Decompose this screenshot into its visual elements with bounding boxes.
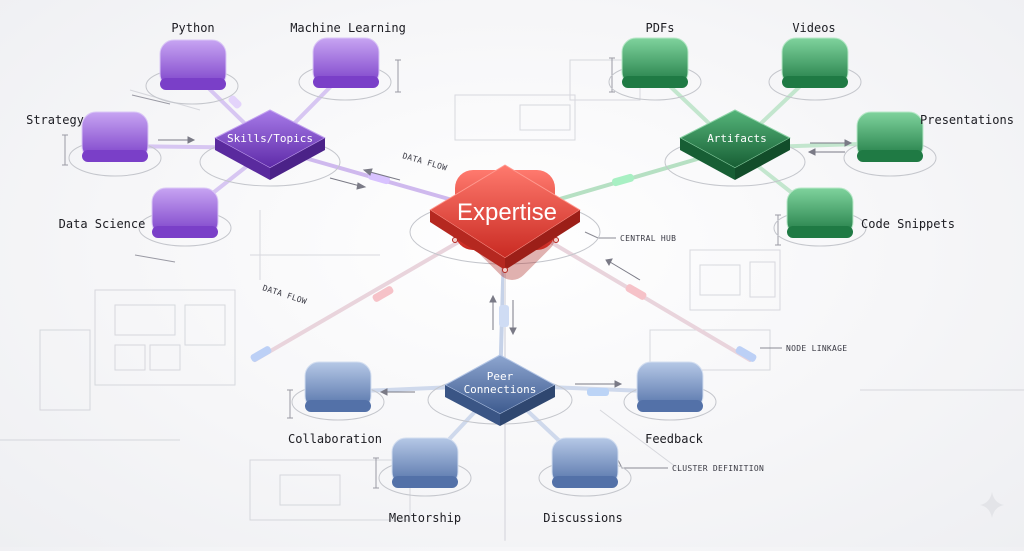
label-collaboration: Collaboration — [288, 432, 382, 446]
leaf-node-data-science[interactable] — [151, 187, 219, 238]
label-code-snippets: Code Snippets — [861, 217, 955, 231]
data-packets — [228, 95, 757, 396]
annotation-data-flow-lower: DATA FLOW — [261, 283, 308, 306]
label-presentations: Presentations — [920, 113, 1014, 127]
leaf-labels: Python Machine Learning Strategy Data Sc… — [26, 21, 1014, 525]
label-discussions: Discussions — [543, 511, 622, 525]
label-feedback: Feedback — [645, 432, 704, 446]
label-pdfs: PDFs — [646, 21, 675, 35]
cluster-node-skills[interactable]: Skills/Topics — [214, 109, 326, 180]
leaf-node-machine-learning[interactable] — [312, 37, 380, 88]
leaf-node-collaboration[interactable] — [304, 361, 372, 412]
hub-node-expertise[interactable]: Expertise — [429, 164, 581, 287]
label-python: Python — [171, 21, 214, 35]
cluster-node-artifacts[interactable]: Artifacts — [679, 109, 791, 180]
label-machine-learning: Machine Learning — [290, 21, 406, 35]
dimension-marks — [62, 57, 781, 489]
hub-label: Expertise — [457, 199, 557, 226]
cluster-label-skills: Skills/Topics — [227, 132, 313, 145]
flow-arrows — [158, 136, 853, 396]
label-videos: Videos — [792, 21, 835, 35]
annotation-cluster-definition: CLUSTER DEFINITION — [672, 464, 764, 473]
leaf-node-mentorship[interactable] — [391, 437, 459, 488]
label-data-science: Data Science — [59, 217, 146, 231]
leaf-node-discussions[interactable] — [551, 437, 619, 488]
leaf-node-presentations[interactable] — [856, 111, 924, 162]
leaf-node-python[interactable] — [159, 39, 227, 90]
leaf-node-feedback[interactable] — [636, 361, 704, 412]
annotation-data-flow-upper: DATA FLOW — [401, 151, 448, 172]
sparkle-icon — [980, 492, 1004, 518]
label-mentorship: Mentorship — [389, 511, 461, 525]
cluster-label-artifacts: Artifacts — [707, 132, 767, 145]
annotation-node-linkage: NODE LINKAGE — [786, 344, 847, 353]
label-strategy: Strategy — [26, 113, 84, 127]
annotation-central-hub: CENTRAL HUB — [620, 234, 676, 243]
leaf-node-pdfs[interactable] — [621, 37, 689, 88]
leaf-node-videos[interactable] — [781, 37, 849, 88]
leaf-node-code-snippets[interactable] — [786, 187, 854, 238]
leaf-node-strategy[interactable] — [81, 111, 149, 162]
